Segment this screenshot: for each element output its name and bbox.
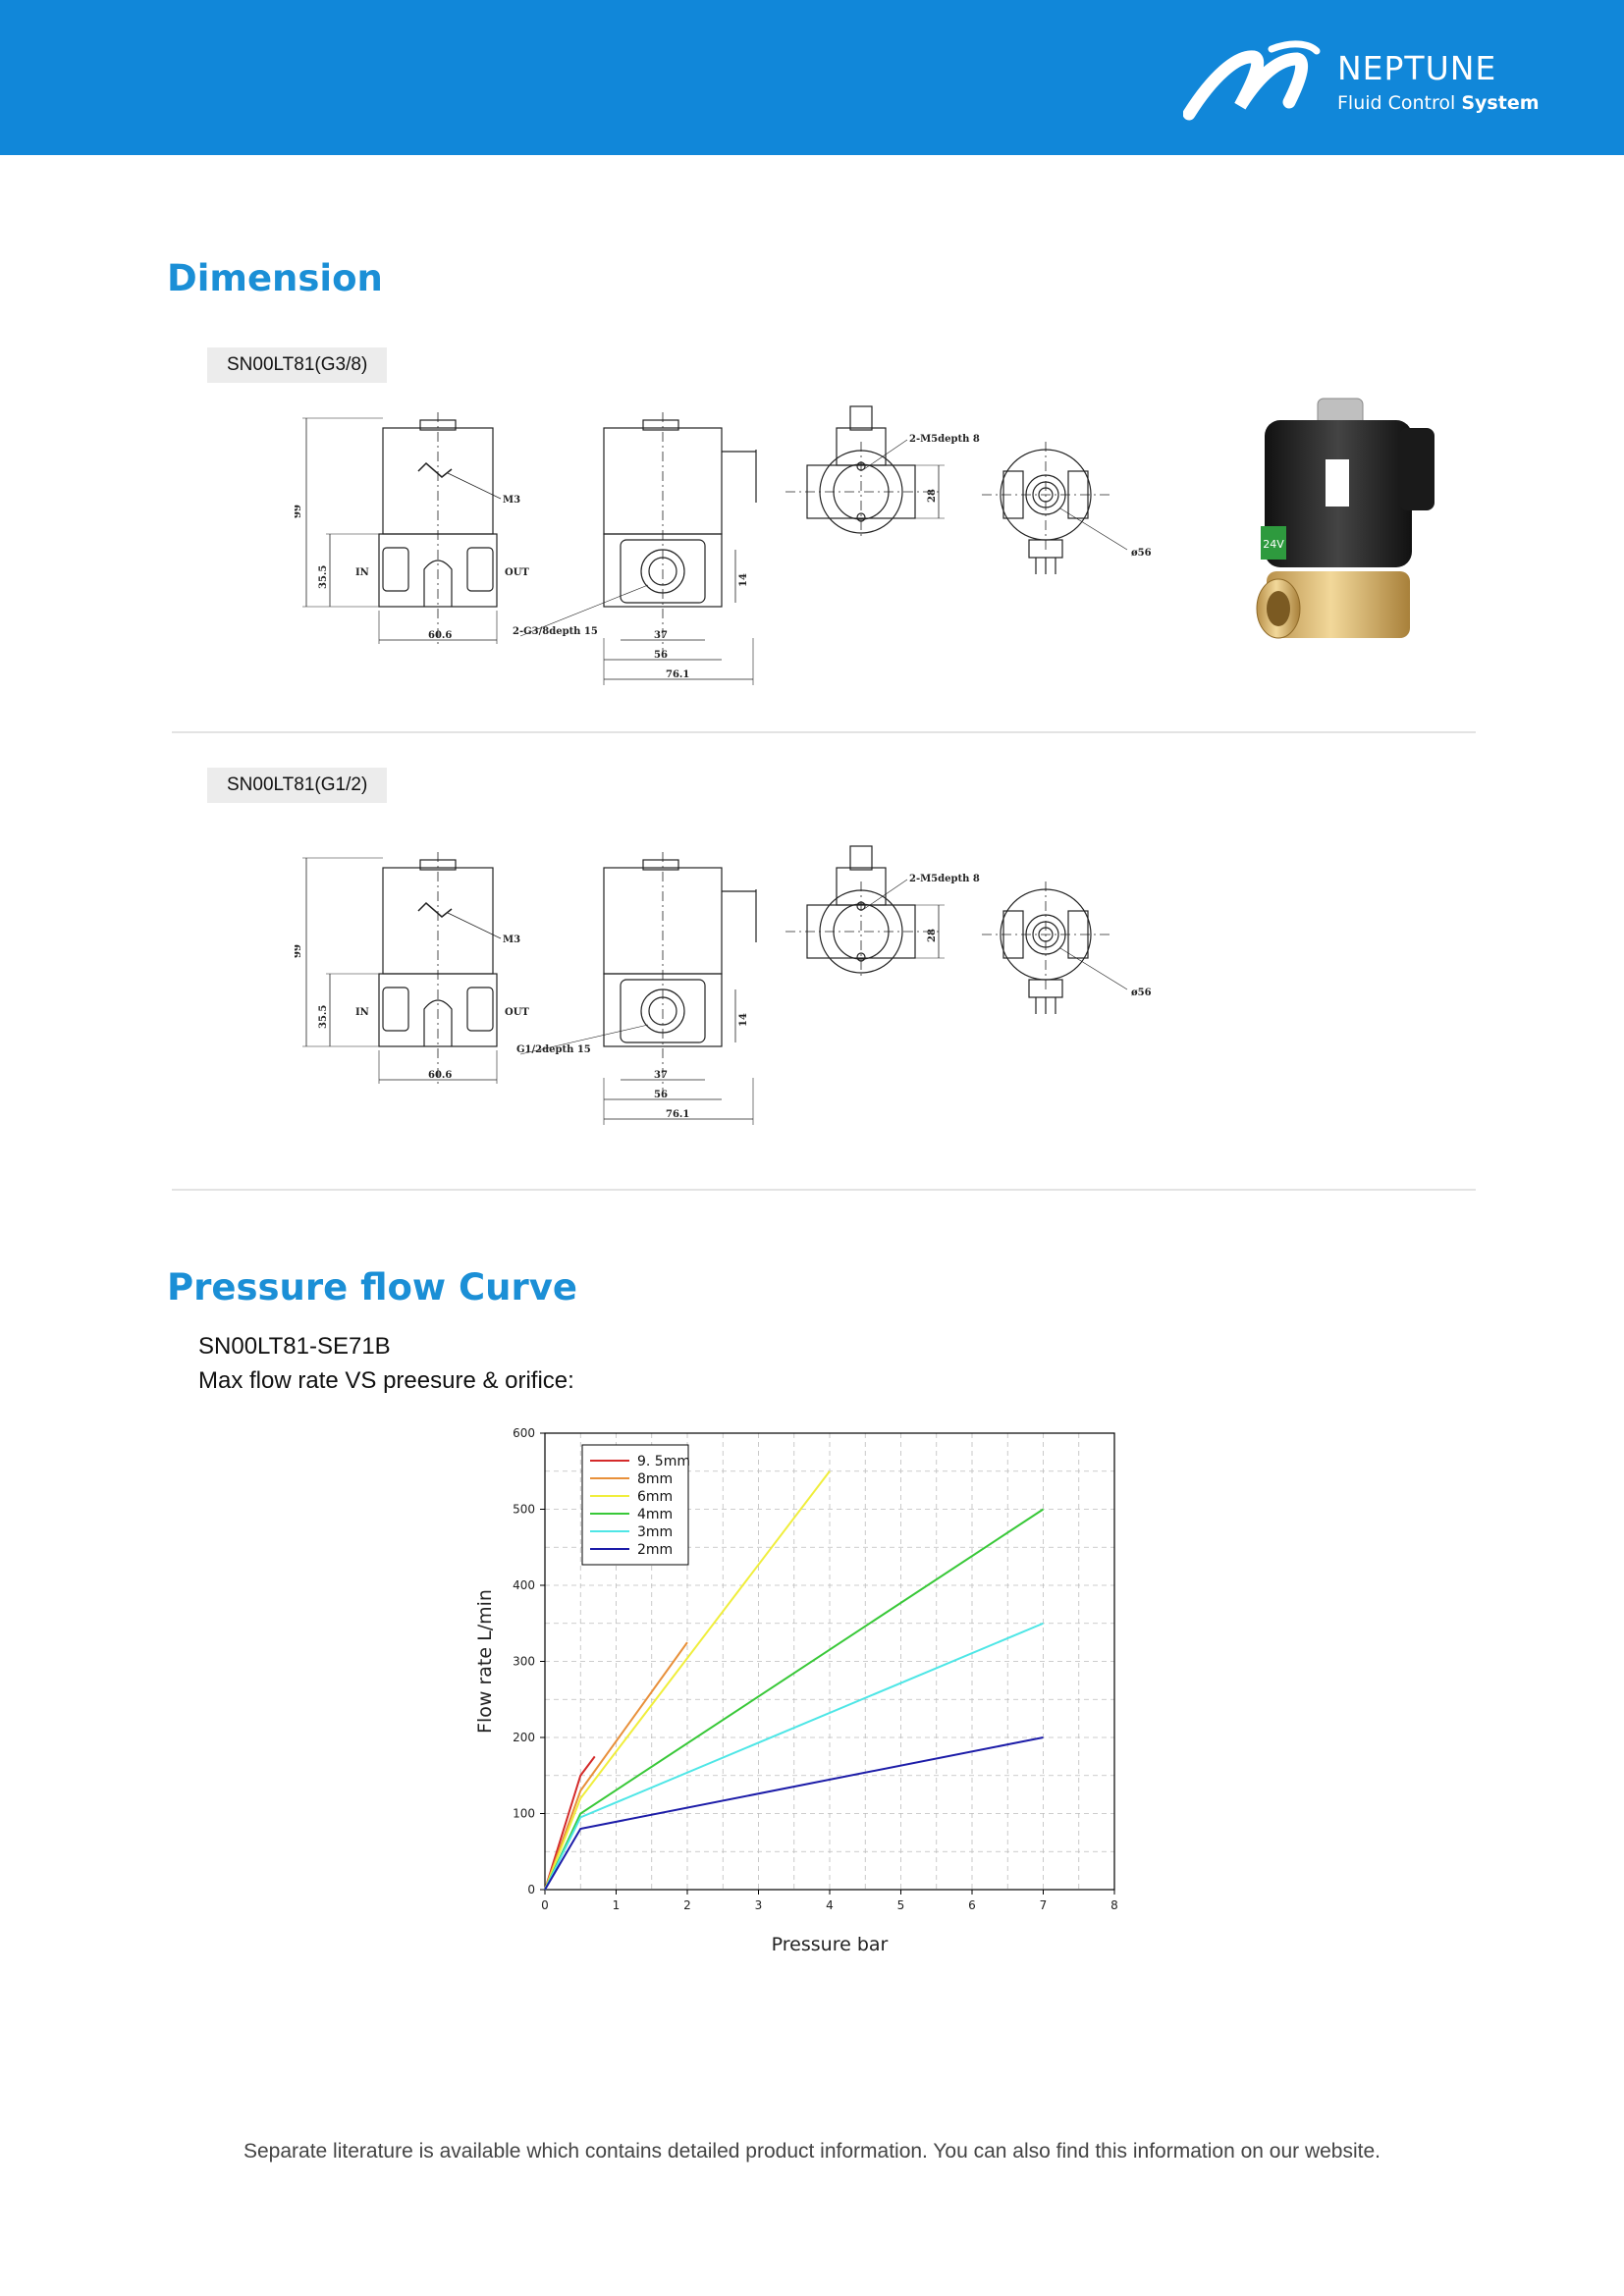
y-tick-label: 500 — [513, 1503, 535, 1517]
dim-in: IN — [355, 567, 369, 578]
brand-tagline-bold: System — [1461, 92, 1540, 114]
series-line-0 — [544, 1755, 596, 1891]
dim-w76: 76.1 — [666, 1109, 689, 1120]
legend-label-2: 6mm — [637, 1489, 673, 1505]
dim-out: OUT — [505, 1007, 529, 1018]
dim-in: IN — [355, 1007, 369, 1018]
y-tick-label: 600 — [513, 1426, 535, 1440]
x-tick-label: 1 — [613, 1898, 621, 1912]
dim-w37: 37 — [654, 1070, 668, 1081]
dim-base-height: 35.5 — [318, 565, 329, 589]
pressure-flow-heading: Pressure flow Curve — [167, 1266, 577, 1308]
dim-width: 60.6 — [428, 630, 452, 641]
x-tick-label: 8 — [1110, 1898, 1118, 1912]
dim-out: OUT — [505, 567, 529, 578]
x-axis-label: Pressure bar — [772, 1934, 889, 1955]
y-tick-label: 0 — [527, 1883, 535, 1896]
legend-label-3: 4mm — [637, 1507, 673, 1522]
dim-w37: 37 — [654, 630, 668, 641]
model-tag-g12: SN00LT81(G1/2) — [207, 768, 388, 803]
brand-tagline: Fluid Control System — [1337, 92, 1540, 114]
dim-m3: M3 — [503, 495, 520, 506]
brand-name: NEPTUNE — [1337, 49, 1497, 87]
legend-box — [581, 1444, 689, 1566]
x-tick-label: 2 — [683, 1898, 691, 1912]
dim-w56: 56 — [654, 650, 668, 661]
dim-height: 99 — [295, 505, 303, 518]
legend-label-1: 8mm — [637, 1471, 673, 1487]
dim-m5: 2-M5depth 8 — [909, 434, 980, 445]
y-tick-label: 200 — [513, 1731, 535, 1744]
footer-note: Separate literature is available which c… — [243, 2140, 1380, 2163]
y-axis-label: Flow rate L/min — [474, 1589, 496, 1734]
dim-thread: 2-G3/8depth 15 — [513, 626, 598, 637]
series-line-4 — [544, 1622, 1044, 1891]
x-tick-label: 0 — [541, 1898, 549, 1912]
photo-voltage-label: 24V — [1263, 538, 1284, 551]
legend-label-4: 3mm — [637, 1524, 673, 1540]
dimension-heading: Dimension — [167, 257, 383, 299]
dim-m5: 2-M5depth 8 — [909, 874, 980, 884]
model-tag-g38: SN00LT81(G3/8) — [207, 347, 388, 383]
dim-h14: 14 — [738, 573, 749, 587]
x-tick-label: 4 — [826, 1898, 834, 1912]
y-tick-label: 400 — [513, 1578, 535, 1592]
dim-h28: 28 — [927, 489, 938, 503]
y-tick-label: 300 — [513, 1655, 535, 1669]
series-line-2 — [544, 1470, 831, 1891]
legend-label-5: 2mm — [637, 1542, 673, 1558]
x-tick-label: 5 — [897, 1898, 905, 1912]
dim-width: 60.6 — [428, 1070, 452, 1081]
section-divider-2 — [172, 1189, 1476, 1191]
x-tick-label: 7 — [1040, 1898, 1048, 1912]
dim-height: 99 — [295, 944, 303, 958]
product-photo: 24V — [1256, 398, 1435, 639]
dimension-drawing-g38: 99 35.5 60.6 M3 IN OUT 2-G3/8depth 15 37… — [295, 405, 1152, 685]
chart-subtitle: Max flow rate VS preesure & orifice: — [198, 1367, 574, 1394]
dim-dia: ø56 — [1131, 988, 1152, 998]
dim-w76: 76.1 — [666, 669, 689, 680]
header-banner: NEPTUNE Fluid Control System — [0, 0, 1624, 155]
dim-thread: G1/2depth 15 — [516, 1044, 591, 1055]
dim-h14: 14 — [738, 1013, 749, 1027]
dim-w56: 56 — [654, 1090, 668, 1100]
dim-m3: M3 — [503, 934, 520, 945]
dim-dia: ø56 — [1131, 548, 1152, 559]
dimension-drawing-g12: 99 35.5 60.6 M3 IN OUT G1/2depth 15 37 5… — [295, 845, 1152, 1125]
y-tick-label: 100 — [513, 1807, 535, 1821]
section-divider-1 — [172, 731, 1476, 733]
x-tick-label: 6 — [968, 1898, 976, 1912]
brand-tagline-light: Fluid Control — [1337, 92, 1456, 114]
chart-model: SN00LT81-SE71B — [198, 1333, 391, 1360]
series-line-5 — [544, 1736, 1044, 1891]
dim-h28: 28 — [927, 929, 938, 942]
dim-base-height: 35.5 — [318, 1005, 329, 1029]
neptune-logo-icon — [1183, 40, 1321, 121]
legend-label-0: 9. 5mm — [637, 1454, 690, 1469]
x-tick-label: 3 — [755, 1898, 763, 1912]
